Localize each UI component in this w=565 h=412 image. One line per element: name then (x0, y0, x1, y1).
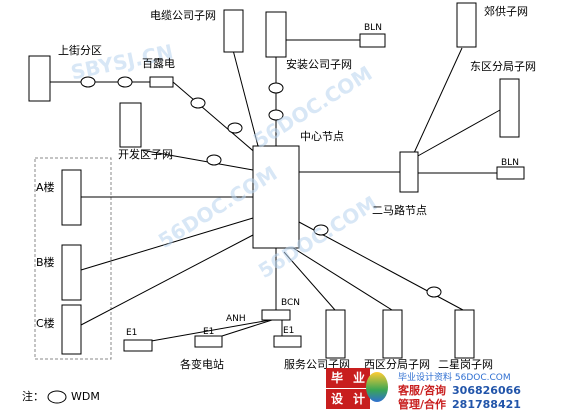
building-a-label: A楼 (36, 181, 55, 194)
building-a-box (61, 169, 82, 226)
subnet-xiqu-label: 西区分局子网 (364, 358, 430, 371)
wdm-oval (426, 286, 442, 298)
contact-label-1: 客服/咨询 (398, 384, 447, 397)
logo-char: 计 (348, 389, 370, 409)
erma-node-label: 二马路节点 (372, 204, 427, 217)
center-node-label: 中心节点 (300, 130, 344, 143)
link-jiaogong (413, 47, 463, 154)
logo-char: 毕 (326, 368, 348, 388)
contact-label-2: 管理/合作 (398, 398, 447, 411)
legend-wdm-oval (47, 390, 67, 404)
subnet-jiaogong-label: 郊供子网 (484, 5, 528, 18)
e1-a-box (123, 339, 153, 352)
subnet-dongqu-box (499, 78, 520, 138)
e1-a-label: E1 (126, 328, 138, 338)
bailudian-label: 百露电 (142, 57, 175, 70)
logo-char: 设 (326, 389, 348, 409)
subnet-kaifa-box (119, 102, 142, 148)
subnet-fuwu-box (325, 309, 346, 359)
e1-b-label: E1 (203, 327, 215, 337)
wdm-oval (313, 224, 329, 236)
e1-b-box (194, 335, 223, 348)
subnet-cable-label: 电缆公司子网 (150, 9, 216, 22)
legend-wdm-label: WDM (71, 390, 100, 403)
subnet-install-box (265, 11, 287, 58)
bcn-box (261, 309, 291, 321)
subnet-shangjie-box (28, 55, 51, 102)
e1-c-label: E1 (283, 326, 295, 336)
center-node (252, 145, 300, 249)
subnet-jiaogong-box (456, 2, 477, 48)
link-dongqu (415, 109, 501, 158)
wdm-oval (268, 109, 284, 121)
logo-url: 毕业设计资料 56DOC.COM (398, 373, 511, 383)
subnet-kaifa-label: 开发区子网 (118, 148, 173, 161)
erma-node (399, 151, 419, 193)
e1-c-box (273, 335, 302, 348)
contact-number-1: 306826066 (452, 384, 521, 397)
contact-line-1: 客服/咨询 306826066 (398, 382, 527, 398)
person-icon (366, 372, 388, 402)
wdm-oval (227, 122, 243, 134)
link-cable (232, 49, 259, 147)
subnet-cable-box (223, 9, 244, 53)
building-b-box (61, 244, 82, 301)
wdm-oval (268, 82, 284, 94)
wdm-oval (117, 76, 133, 88)
building-group-frame (34, 157, 112, 360)
bln-right-box (496, 166, 525, 180)
wdm-oval (80, 76, 96, 88)
subnet-erxing-box (454, 309, 475, 359)
bailudian-box (149, 76, 174, 88)
subnet-dongqu-label: 东区分局子网 (470, 60, 536, 73)
link-bailudian (172, 81, 259, 156)
subnet-install-label: 安装公司子网 (286, 58, 352, 71)
bcn-label: BCN (281, 298, 301, 308)
bln-top-box (359, 33, 386, 48)
building-b-label: B楼 (36, 256, 55, 269)
building-c-label: C楼 (36, 317, 55, 330)
link-kaifa (140, 149, 254, 171)
subnet-shangjie-label: 上街分区 (58, 44, 102, 57)
building-c-box (61, 304, 82, 355)
link-fuwu (283, 251, 336, 311)
subnet-erxing-label: 二星岗子网 (438, 358, 493, 371)
contact-line-2: 管理/合作 281788421 (398, 396, 527, 412)
wdm-oval (206, 154, 222, 166)
bln-top-label: BLN (364, 23, 382, 33)
logo-char: 业 (348, 368, 370, 388)
link-e1-b (221, 319, 273, 337)
link-b (80, 217, 254, 271)
subnet-xiqu-box (382, 309, 403, 359)
link-c (80, 234, 254, 326)
link-xiqu (289, 245, 393, 311)
bln-right-label: BLN (501, 158, 519, 168)
legend-note: 注： (22, 390, 44, 403)
contact-number-2: 281788421 (452, 398, 521, 411)
anh-label: ANH (226, 314, 246, 324)
substation-label: 各变电站 (180, 358, 224, 371)
subnet-fuwu-label: 服务公司子网 (284, 358, 350, 371)
link-e1-a (139, 319, 271, 344)
wdm-oval (190, 97, 206, 109)
